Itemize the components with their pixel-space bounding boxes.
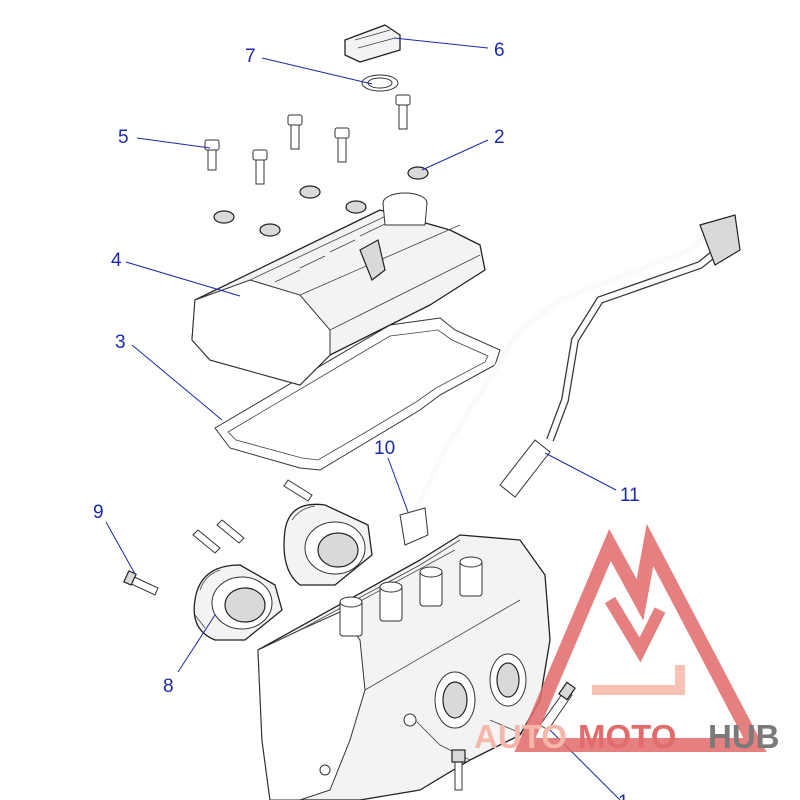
callout-8: 8 [163,676,174,697]
cylinder-head [257,534,551,800]
callout-11: 11 [620,485,640,506]
watermark-text: AUTO MOTO HUB [474,718,780,755]
vent-tube [499,214,741,498]
o-ring [361,74,399,92]
callout-2: 2 [494,127,505,148]
watermark-auto: AUTO [474,718,567,755]
callout-6: 6 [494,40,505,61]
intake-boot-rear [283,503,373,586]
watermark-logo [514,523,767,752]
valve-cover [191,192,486,386]
callout-7: 7 [245,46,256,67]
valve-cover-gasket [214,317,501,471]
intake-boot-front [193,564,283,641]
callout-5: 5 [118,127,129,148]
callout-3: 3 [115,332,126,353]
oil-filler-cap [344,24,401,63]
callout-1: 1 [618,792,629,800]
cover-bolts [204,94,411,185]
callout-9: 9 [93,502,104,523]
callout-10: 10 [374,438,395,459]
spark-plug [451,681,576,791]
watermark-moto: MOTO [578,718,676,755]
callout-4: 4 [111,250,122,271]
bolts-intake [123,479,313,596]
grommets [213,166,429,237]
watermark-hub: HUB [708,718,780,755]
